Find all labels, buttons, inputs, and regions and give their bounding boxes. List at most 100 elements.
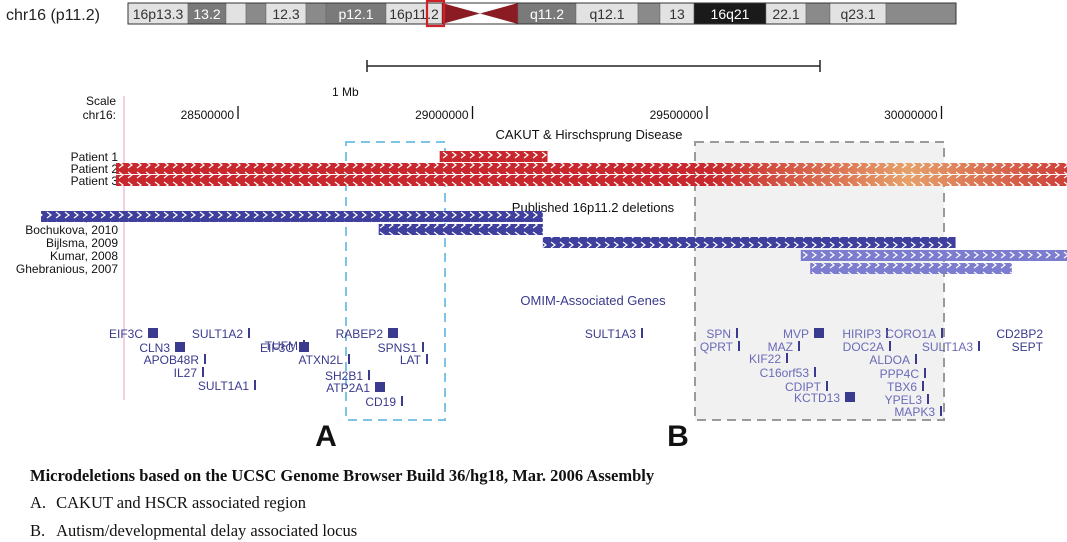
published-track-label: Ghebranious, 2007 [16, 262, 118, 276]
published-deletion-bar-strand-arrows [810, 263, 1012, 274]
gene-label: SPN [706, 327, 731, 341]
ideogram-band-label: 12.3 [272, 6, 299, 22]
gene-tick [202, 367, 204, 377]
gene-tick [814, 367, 816, 377]
gene-label: MAZ [768, 340, 793, 354]
ideogram-band [885, 2, 957, 25]
gene-label: SPNS1 [378, 341, 418, 355]
patient-deletion-bar-strand-arrows [439, 151, 548, 162]
gene-tick [738, 341, 740, 351]
gene-label: CORO1A [885, 327, 936, 341]
caption-item-a: A. CAKUT and HSCR associated region [30, 493, 306, 513]
ideogram-band [805, 2, 831, 25]
gene-block [388, 328, 398, 338]
gene-label: CD19 [365, 395, 396, 409]
ideogram-band [225, 2, 247, 25]
position-tick-label: 29500000 [650, 108, 704, 122]
caption-item-b: B. Autism/developmental delay associated… [30, 521, 357, 541]
patient-deletion-bar-strand-arrows [116, 175, 1067, 186]
gene-label: EIF3C [109, 327, 143, 341]
ideogram-outline [127, 2, 957, 25]
gene-tick [786, 353, 788, 363]
patient-track-label: Patient 1 [71, 150, 119, 164]
gene-tick [303, 340, 305, 350]
ideogram-band [637, 2, 661, 25]
ideogram-band-label: 13.2 [193, 6, 220, 22]
gene-tick [798, 341, 800, 351]
gene-label: KIF22 [749, 352, 781, 366]
published-deletion-bar-strand-arrows [41, 211, 543, 222]
patient-deletion-bar-strand-arrows [116, 163, 1067, 174]
caption-item-b-text: Autism/developmental delay associated lo… [56, 521, 358, 540]
published-deletion-bar-strand-arrows [800, 250, 1067, 261]
gene-block [845, 392, 855, 402]
gene-tick [641, 328, 643, 338]
gene-tick [426, 354, 428, 364]
gene-tick [889, 341, 891, 351]
published-track-label: Bijlsma, 2009 [46, 236, 118, 250]
gene-tick [940, 406, 942, 416]
chromosome-label: chr16 (p11.2) [6, 7, 100, 24]
gene-label: KCTD13 [794, 391, 840, 405]
position-ticks: 28500000 29000000 29500000 30000000 [181, 106, 943, 122]
gene-label: TUFM [265, 339, 298, 353]
gene-tick [927, 394, 929, 404]
gene-tick [922, 381, 924, 391]
scale-bar-label: 1 Mb [332, 85, 359, 99]
region-a-label: A [315, 420, 337, 453]
gene-label: SULT1A3 [922, 340, 973, 354]
gene-label: MVP [783, 327, 809, 341]
caption-title: Microdeletions based on the UCSC Genome … [30, 466, 655, 485]
patient-track-label: Patient 2 [71, 162, 119, 176]
published-deletion-bar-strand-arrows [378, 224, 543, 235]
gene-label: SULT1A3 [585, 327, 636, 341]
ideogram-band-label: p12.1 [338, 6, 373, 22]
gene-label: SH2B1 [325, 369, 363, 383]
gene-tick [368, 370, 370, 380]
ideogram-band-label: 22.1 [772, 6, 799, 22]
gene-label: EIF3C [260, 341, 294, 355]
gene-tick [204, 354, 206, 364]
ideogram-band-label: 16q21 [711, 6, 750, 22]
gene-tick [886, 328, 888, 338]
published-track-label: Bochukova, 2010 [25, 223, 118, 237]
gene-label: SULT1A2 [192, 327, 243, 341]
ideogram-band-label: 16p11.2 [389, 6, 439, 22]
gene-label: PPP4C [880, 367, 920, 381]
gene-tick [826, 381, 828, 391]
ideogram-band-label: q23.1 [840, 6, 875, 22]
gene-tick [248, 328, 250, 338]
gene-tick [941, 328, 943, 338]
gene-label: CDIPT [785, 380, 822, 394]
gene-label: ALDOA [869, 353, 910, 367]
scale-bar [366, 60, 821, 72]
omim-gene-track: EIF3CCLN3APOB48RIL27SULT1A2SULT1A1EIF3CT… [109, 327, 1044, 419]
position-tick-label: 30000000 [884, 108, 938, 122]
omim-track-title: OMIM-Associated Genes [520, 293, 666, 308]
position-tick-label: 28500000 [181, 108, 235, 122]
caption-item-a-key: A. [30, 493, 47, 512]
ideogram-band-label: q11.2 [530, 6, 564, 22]
gene-tick [978, 341, 980, 351]
published-track-label: Kumar, 2008 [50, 249, 118, 263]
gene-label: QPRT [700, 340, 734, 354]
gene-block [814, 328, 824, 338]
gene-tick [422, 342, 424, 352]
gene-block [375, 382, 385, 392]
gene-tick [924, 368, 926, 378]
gene-block [175, 342, 185, 352]
ideogram-band [305, 2, 327, 25]
gene-label: DOC2A [843, 340, 884, 354]
gene-label: LAT [400, 353, 422, 367]
gene-label: APOB48R [144, 353, 200, 367]
chr-position-label: chr16: [83, 108, 116, 122]
ideogram-band-label: 13 [669, 6, 685, 22]
gene-label: TBX6 [887, 380, 917, 394]
published-track-title: Published 16p11.2 deletions [512, 200, 675, 215]
gene-tick [401, 396, 403, 406]
position-tick-label: 29000000 [415, 108, 469, 122]
gene-label: CD2BP2 [996, 327, 1043, 341]
region-b-box [694, 141, 945, 421]
